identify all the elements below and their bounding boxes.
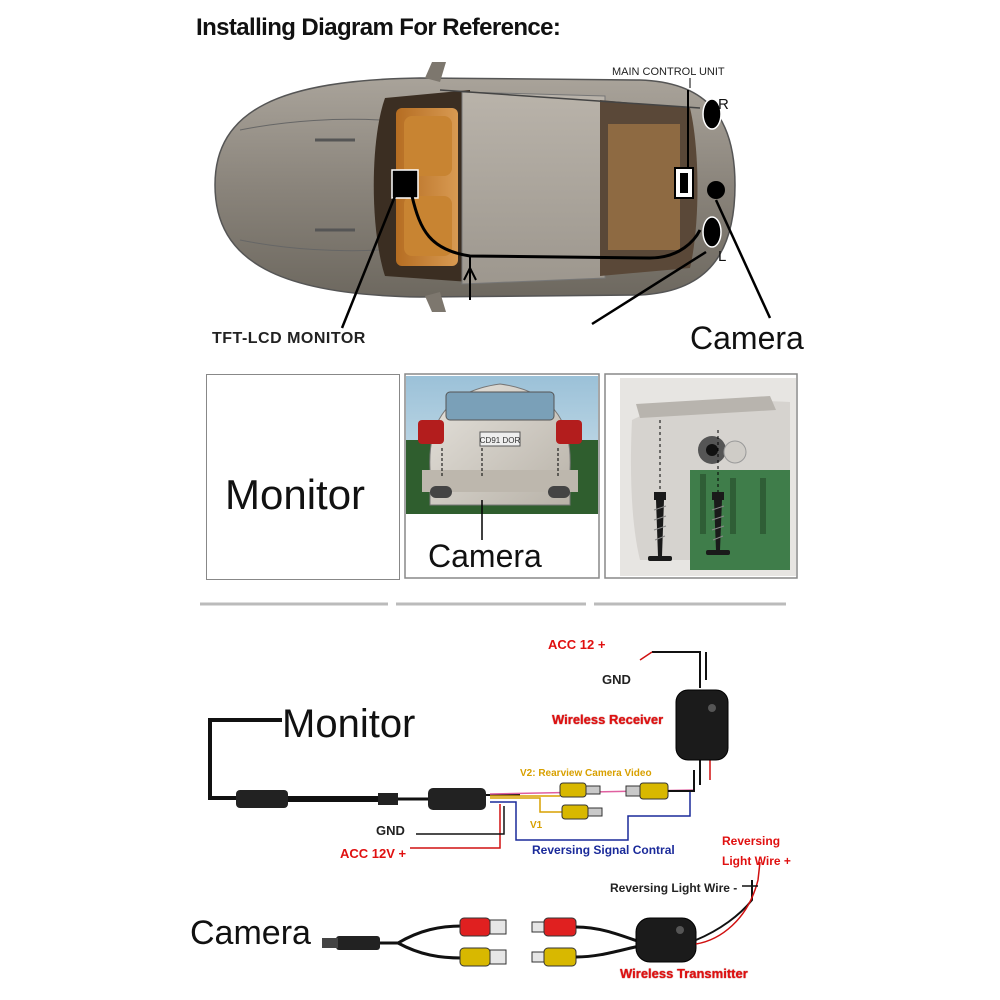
wiring-diagram [208, 651, 761, 967]
camera-wiring-label: Camera [190, 914, 311, 952]
reversing-wire-label-2: Light Wire + [722, 854, 791, 868]
reversing-signal-label: Reversing Signal Contral [532, 843, 675, 857]
page-title: Installing Diagram For Reference: [196, 14, 561, 41]
wireless-transmitter-label: Wireless Transmitter [620, 966, 748, 981]
v1-label: V1 [530, 820, 543, 831]
sensor-l-label: L [718, 248, 727, 265]
car-top-view [214, 62, 736, 312]
v2-label: V2: Rearview Camera Video [520, 768, 652, 779]
camera-mount-detail [604, 373, 798, 579]
monitor-panel: Monitor [206, 374, 400, 580]
main-control-unit-label: MAIN CONTROL UNIT [612, 66, 725, 78]
camera-marker [707, 181, 725, 199]
wireless-receiver-label: Wireless Receiver [552, 712, 664, 727]
sensor-r-label: R [718, 96, 729, 113]
camera-panel-label: Camera [428, 538, 542, 574]
monitor-wiring-label: Monitor [282, 702, 416, 746]
gnd-label: GND [376, 823, 405, 838]
acc12-label: ACC 12 + [548, 637, 606, 652]
acc12v-label: ACC 12V + [340, 846, 407, 861]
sensor-l [702, 216, 722, 248]
car-rear-photo: CD91 DOR [404, 373, 600, 579]
monitor-panel-label: Monitor [225, 471, 366, 518]
tft-monitor-label: TFT-LCD MONITOR [212, 330, 366, 347]
gnd-top-label: GND [602, 672, 631, 687]
license-plate: CD91 DOR [480, 436, 521, 445]
monitor-marker [391, 169, 419, 199]
camera-label-top: Camera [690, 320, 804, 356]
sensor-r [702, 98, 722, 130]
reversing-wire-label-1: Reversing [722, 834, 781, 848]
reversing-light-wire-label: Reversing Light Wire - [610, 881, 738, 895]
